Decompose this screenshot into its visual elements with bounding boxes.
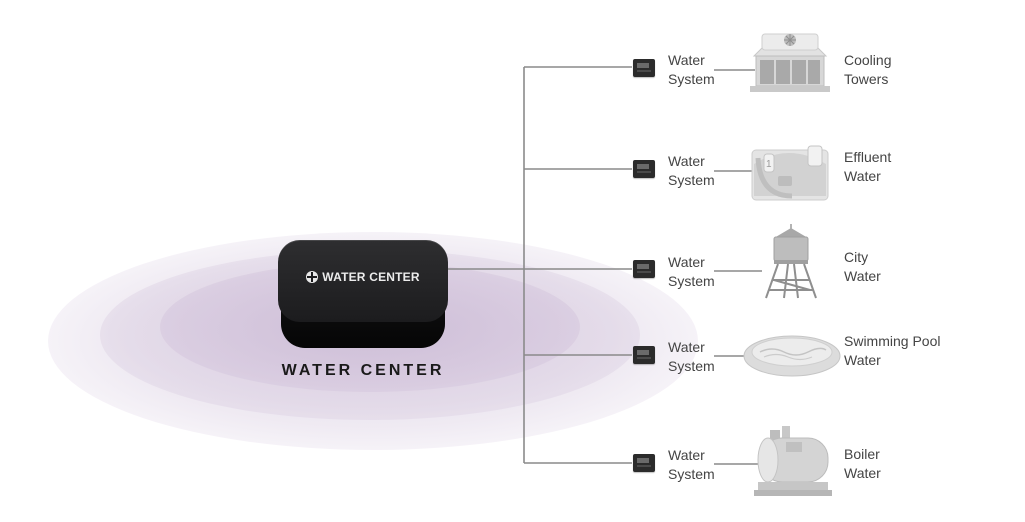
hub-caption: WATER CENTER — [281, 362, 445, 379]
hub-top — [278, 240, 448, 322]
controller-icon — [633, 454, 655, 472]
effluent-tank-icon: 1 — [751, 145, 829, 201]
svg-text:1: 1 — [766, 159, 772, 170]
swimming-pool-icon — [743, 335, 841, 377]
controller-icon — [633, 260, 655, 278]
controller-icon — [633, 59, 655, 77]
hub-brand-text: WATER CENTER — [322, 270, 420, 284]
cooling-tower-icon — [750, 33, 830, 92]
water-center-logo-icon — [306, 271, 319, 283]
water-system-label-3: Water System — [668, 254, 715, 289]
water-tower-icon — [765, 224, 817, 299]
controller-icon — [633, 346, 655, 364]
destination-label-4: Swimming Pool Water — [844, 333, 941, 368]
controller-icon — [633, 160, 655, 178]
destination-label-5: Boiler Water — [844, 446, 881, 481]
boiler-icon — [754, 426, 832, 496]
destination-label-1: Cooling Towers — [844, 52, 892, 87]
water-system-label-5: Water System — [668, 447, 715, 482]
water-center-hub[interactable]: WATER CENTER — [278, 240, 448, 350]
water-system-label-4: Water System — [668, 339, 715, 374]
water-system-label-1: Water System — [668, 52, 715, 87]
destination-label-2: Effluent Water — [844, 149, 892, 184]
water-system-label-2: Water System — [668, 153, 715, 188]
hub-brand: WATER CENTER — [278, 270, 448, 284]
destination-label-3: City Water — [844, 249, 881, 284]
